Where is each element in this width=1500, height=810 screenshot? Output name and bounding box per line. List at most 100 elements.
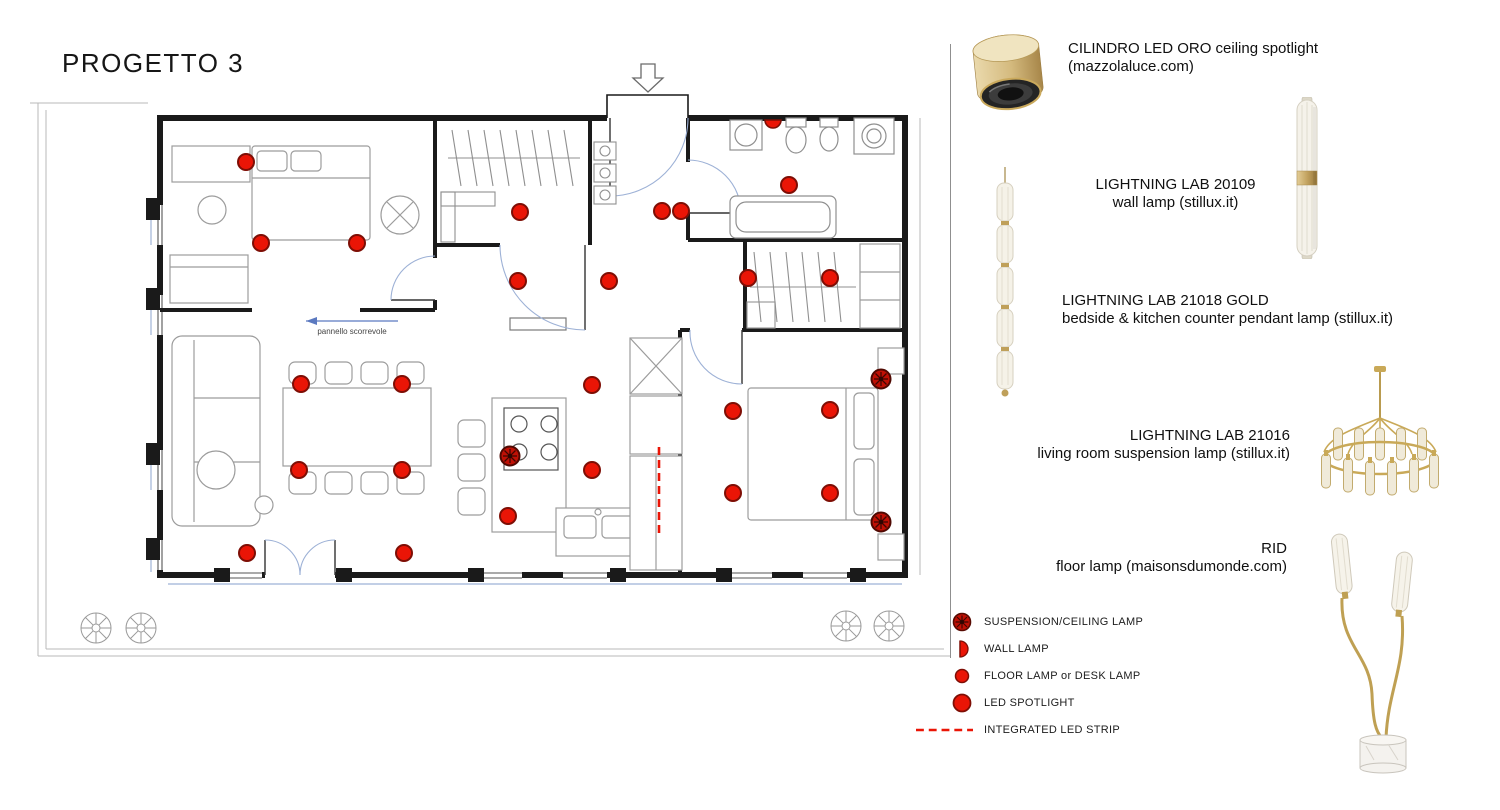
sofa [171,335,261,527]
legend-label: WALL LAMP [984,642,1049,655]
product-image-suspension-lamp [1321,366,1439,496]
legend-label: SUSPENSION/CEILING LAMP [984,615,1144,628]
product-name: LIGHTNING LAB 21016 [1129,427,1290,444]
furniture [169,145,905,571]
marker-led-spotlight [724,484,742,502]
legend-item-floor-lamp: FLOOR LAMP or DESK LAMP [916,662,1143,689]
plant-icon [80,612,112,644]
legend-label: INTEGRATED LED STRIP [984,723,1120,736]
toilet [785,117,807,128]
product-label-21016: LIGHTNING LAB 21016 living room suspensi… [990,427,1290,463]
product-detail: floor lamp (maisonsdumonde.com) [1056,558,1287,575]
marker-led-spotlight [821,269,839,287]
marker-led-spotlight [780,176,798,194]
marker-wall-lamp [764,119,782,129]
plant-icon [125,612,157,644]
product-name: LIGHTNING LAB 20109 [1095,176,1256,193]
marker-led-spotlight [511,203,529,221]
marker-led-spotlight [499,507,517,525]
product-label-20109: LIGHTNING LAB 20109 wall lamp (stillux.i… [1078,176,1273,212]
wall-pillars [146,198,866,582]
entry-arrow-icon [631,63,665,93]
lighting-markers [237,119,892,562]
marker-led-spotlight [821,484,839,502]
product-image-floor-lamp [1330,533,1413,774]
interior-walls [160,118,905,575]
floor-desk-lamp-icon [954,668,970,683]
legend-item-wall-lamp: WALL LAMP [916,635,1143,662]
entrance [606,63,689,118]
marker-led-spotlight [393,375,411,393]
terrace-outline [30,102,950,657]
legend-label: LED SPOTLIGHT [984,696,1075,709]
marker-led-spotlight [292,375,310,393]
floor-plan: pannello scorrevole [30,63,950,657]
product-image-wall-lamp [1296,97,1318,259]
product-image-cilindro-spotlight [972,34,1044,111]
page-title: PROGETTO 3 [62,48,245,78]
window-accent-lines [150,205,902,585]
product-detail: living room suspension lamp (stillux.it) [1037,445,1290,462]
chair [197,195,227,225]
led-spotlight-icon [952,693,972,712]
stool [457,453,486,482]
sliding-panel-label: pannello scorrevole [317,327,387,336]
marker-led-spotlight [395,544,413,562]
marker-suspension-ceiling-lamp [870,511,892,533]
marker-led-spotlight [653,202,671,220]
dresser [169,254,249,304]
bathroom-fixtures [729,117,895,239]
bidet [819,117,839,128]
legend-item-led-spotlight: LED SPOTLIGHT [916,689,1143,716]
marker-led-spotlight [672,202,690,220]
product-label-cilindro: CILINDRO LED ORO ceiling spotlight (mazz… [1068,40,1318,76]
arrow-left-icon [306,317,317,325]
marker-led-spotlight [393,461,411,479]
closet-hangers [440,129,856,323]
product-name: CILINDRO LED ORO ceiling spotlight [1068,40,1319,57]
stool [457,487,486,516]
legend: SUSPENSION/CEILING LAMP WALL LAMP FLOOR … [916,608,1143,743]
shelf [746,301,776,329]
product-detail: (mazzolaluce.com) [1068,58,1194,75]
marker-led-spotlight [509,272,527,290]
legend-label: FLOOR LAMP or DESK LAMP [984,669,1141,682]
marker-led-spotlight [252,234,270,252]
nightstand [877,347,905,375]
product-detail: wall lamp (stillux.it) [1112,194,1239,211]
marker-led-spotlight [821,401,839,419]
section-divider [950,44,951,658]
marker-suspension-ceiling-lamp [870,368,892,390]
desk [171,145,251,183]
sliding-panel-annotation: pannello scorrevole [306,317,398,336]
marker-led-spotlight [348,234,366,252]
utility-boxes [593,141,617,205]
marker-led-spotlight [583,461,601,479]
marker-suspension-ceiling-lamp [499,445,521,467]
suspension-ceiling-lamp-icon [952,612,972,631]
marker-led-spotlight [739,269,757,287]
armchair [196,450,236,490]
marker-led-spotlight [238,544,256,562]
terrace-plants [80,610,905,644]
plant-icon [830,610,862,642]
wardrobe-unit [859,243,901,329]
legend-item-suspension: SUSPENSION/CEILING LAMP [916,608,1143,635]
marker-led-spotlight [290,461,308,479]
door-swing-arcs [264,117,743,576]
marker-led-spotlight [237,153,255,171]
side-table [254,495,274,515]
product-name: RID [1261,540,1287,557]
legend-item-led-strip: INTEGRATED LED STRIP [916,716,1143,743]
low-wall [509,317,567,331]
nightstand [877,533,905,561]
product-image-pendant-lamp [996,167,1014,397]
product-detail: bedside & kitchen counter pendant lamp (… [1062,310,1394,327]
plant-icon [873,610,905,642]
tall-cabinet [629,395,683,455]
dining-table [282,387,432,467]
marker-led-spotlight [724,402,742,420]
marker-led-spotlight [600,272,618,290]
integrated-led-strip-icon [916,728,973,731]
